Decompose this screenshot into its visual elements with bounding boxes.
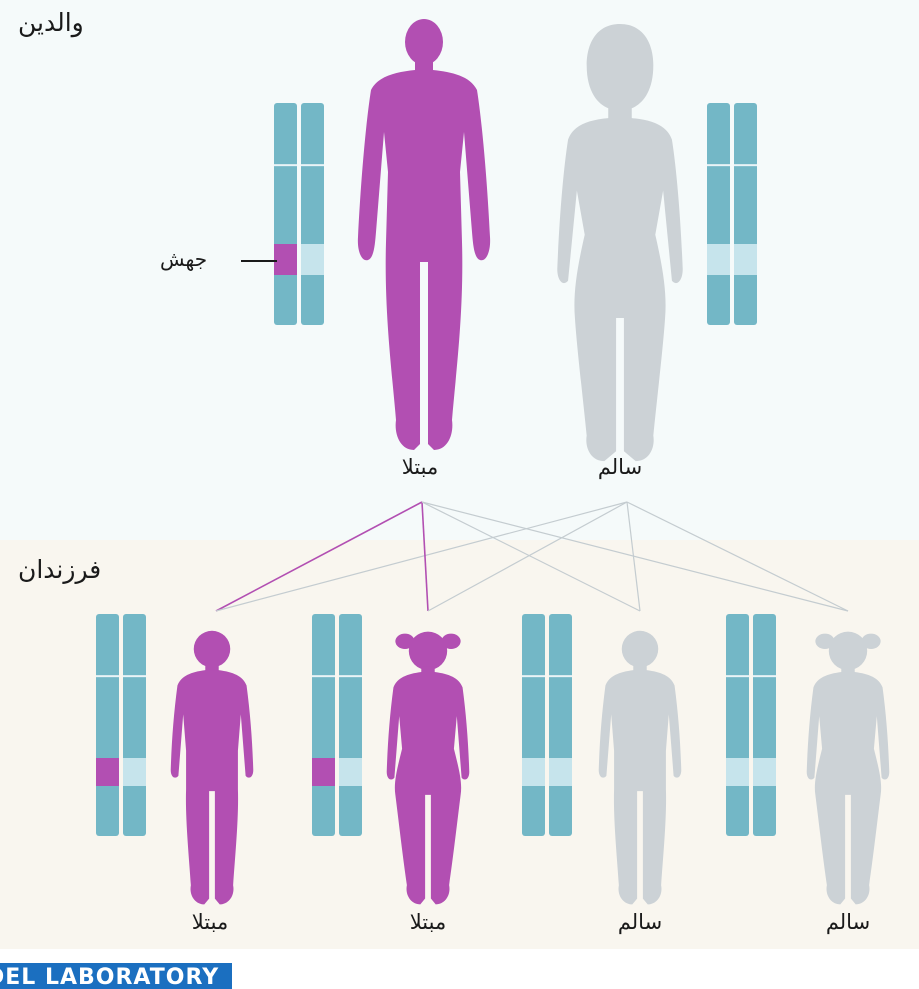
- gene-band: [707, 244, 730, 275]
- chromosome: [753, 614, 776, 836]
- chromosome: [549, 614, 572, 836]
- gene-band: [726, 758, 749, 786]
- parents-title: والدین: [18, 8, 84, 37]
- centromere: [726, 675, 749, 677]
- mutation-pointer-line: [241, 260, 277, 262]
- chromosome: [339, 614, 362, 836]
- father-chromosomes: [274, 103, 324, 325]
- mother-figure: [557, 24, 682, 461]
- child-1-figure: [171, 631, 254, 905]
- mutation-band: [274, 244, 297, 275]
- chromosome: [301, 103, 324, 325]
- centromere: [96, 675, 119, 677]
- line-mother-to-child-1: [216, 502, 627, 611]
- father-figure: [358, 19, 490, 450]
- child-4-status-label: سالم: [826, 910, 870, 934]
- chromosome: [96, 614, 119, 836]
- centromere: [339, 675, 362, 677]
- child-2-status-label: مبتلا: [410, 910, 446, 934]
- chromosome: [734, 103, 757, 325]
- mutation-band: [96, 758, 119, 786]
- mutation-label: جهش: [160, 247, 207, 271]
- line-father-to-child-4: [422, 502, 848, 611]
- centromere: [301, 164, 324, 166]
- centromere: [274, 164, 297, 166]
- gene-band: [123, 758, 146, 786]
- chromosome: [726, 614, 749, 836]
- gene-band: [301, 244, 324, 275]
- chromosome: [123, 614, 146, 836]
- father-status-label: مبتلا: [402, 455, 438, 479]
- child-1-chromosomes: [96, 614, 146, 836]
- child-4-figure: [807, 632, 890, 905]
- gene-band: [753, 758, 776, 786]
- centromere: [753, 675, 776, 677]
- child-1-status-label: مبتلا: [192, 910, 228, 934]
- child-3-chromosomes: [522, 614, 572, 836]
- line-father-to-child-3: [422, 502, 640, 611]
- centromere: [707, 164, 730, 166]
- child-2-chromosomes: [312, 614, 362, 836]
- chromosome: [274, 103, 297, 325]
- chromosome: [522, 614, 545, 836]
- centromere: [522, 675, 545, 677]
- mother-status-label: سالم: [598, 455, 642, 479]
- centromere: [312, 675, 335, 677]
- chromosome: [707, 103, 730, 325]
- centromere: [734, 164, 757, 166]
- gene-band: [734, 244, 757, 275]
- line-mother-to-child-2: [428, 502, 627, 611]
- centromere: [549, 675, 572, 677]
- line-mother-to-child-4: [627, 502, 848, 611]
- inheritance-lines: [216, 502, 848, 611]
- centromere: [123, 675, 146, 677]
- mother-chromosomes: [707, 103, 757, 325]
- children-title: فرزندان: [18, 555, 101, 584]
- child-2-figure: [387, 632, 470, 905]
- chromosome: [312, 614, 335, 836]
- line-father-to-child-1: [216, 502, 422, 611]
- mutation-band: [312, 758, 335, 786]
- child-4-chromosomes: [726, 614, 776, 836]
- gene-band: [522, 758, 545, 786]
- child-3-status-label: سالم: [618, 910, 662, 934]
- child-3-figure: [599, 631, 682, 905]
- lab-logo: DEL LABORATORY: [0, 963, 232, 989]
- gene-band: [339, 758, 362, 786]
- gene-band: [549, 758, 572, 786]
